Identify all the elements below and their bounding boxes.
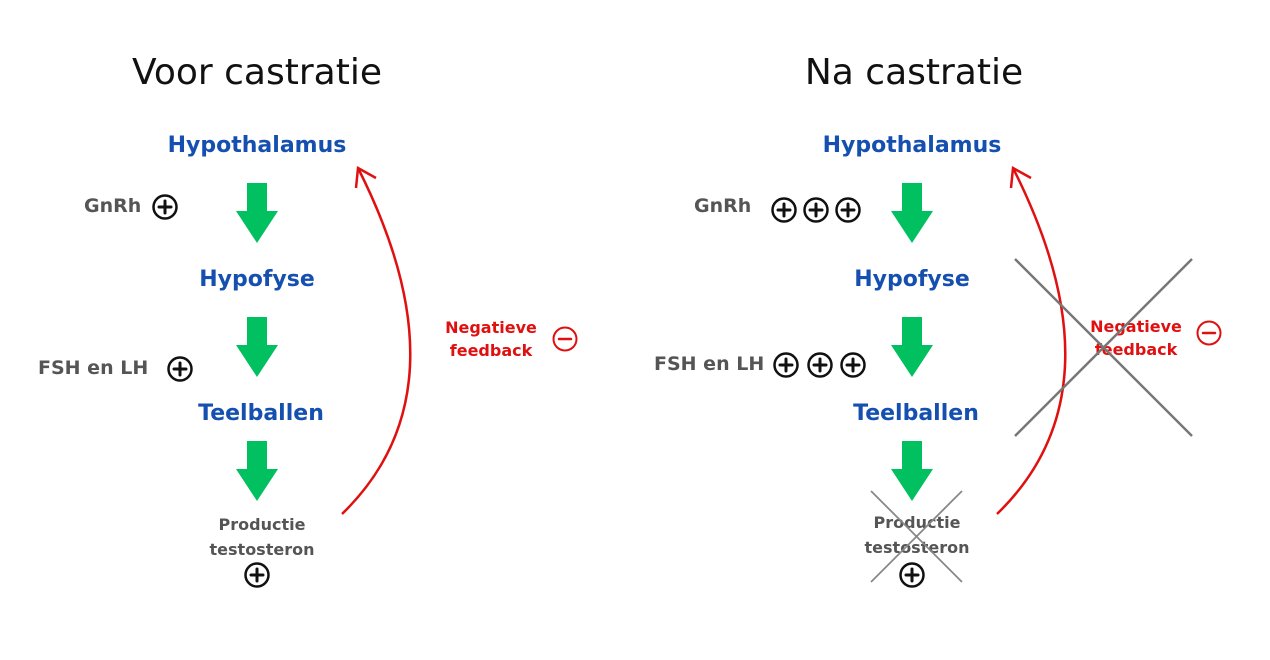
production-line-2: testosteron <box>209 540 315 559</box>
negative-feedback-label: Negatieve feedback <box>1081 315 1191 361</box>
down-arrow-icon <box>891 183 933 243</box>
feedback-arrowhead-icon <box>1009 165 1032 189</box>
hypofyse-label: Hypofyse <box>854 267 970 292</box>
production-line-1: Productie <box>873 513 961 532</box>
plus-circle-icon <box>152 194 178 220</box>
fsh-lh-label: FSH en LH <box>654 353 765 375</box>
plus-circle-icon <box>167 356 193 382</box>
minus-circle-icon <box>552 326 578 352</box>
feedback-line-1: Negatieve <box>1090 317 1182 336</box>
feedback-line-2: feedback <box>1094 340 1178 359</box>
plus-circle-icon <box>771 197 797 223</box>
hypothalamus-label: Hypothalamus <box>167 133 347 158</box>
teelballen-label: Teelballen <box>853 401 979 426</box>
plus-circle-icon <box>803 197 829 223</box>
negative-feedback-label: Negatieve feedback <box>436 316 546 362</box>
feedback-arrowhead-icon <box>354 165 377 189</box>
plus-circle-icon <box>899 562 925 588</box>
panel-title: Na castratie <box>804 52 1024 93</box>
gnrh-label: GnRh <box>84 195 142 217</box>
panel-before-castration: Voor castratie Hypothalamus Hypofyse Tee… <box>38 52 578 588</box>
panel-title: Voor castratie <box>132 52 382 93</box>
down-arrow-icon <box>236 183 278 243</box>
minus-circle-icon <box>1196 320 1222 346</box>
hypothalamus-label: Hypothalamus <box>822 133 1002 158</box>
production-line-1: Productie <box>218 515 306 534</box>
down-arrow-icon <box>891 317 933 377</box>
hypofyse-label: Hypofyse <box>199 267 315 292</box>
panel-after-castration: Na castratie Hypothalamus Hypofyse Teelb… <box>635 0 1270 660</box>
teelballen-label: Teelballen <box>198 401 324 426</box>
feedback-curve <box>341 167 412 515</box>
fsh-lh-label: FSH en LH <box>38 357 149 379</box>
gnrh-label: GnRh <box>694 195 752 217</box>
plus-circle-icon <box>773 352 799 378</box>
plus-circle-icon <box>840 352 866 378</box>
down-arrow-icon <box>236 441 278 501</box>
plus-circle-icon <box>835 197 861 223</box>
production-testosterone: Productie testosteron <box>162 512 362 562</box>
production-cross-out-icon <box>870 490 963 583</box>
down-arrow-icon <box>891 441 933 501</box>
down-arrow-icon <box>236 317 278 377</box>
plus-circle-icon <box>244 562 270 588</box>
feedback-line-2: feedback <box>449 341 533 360</box>
diagram-graphics <box>152 165 578 588</box>
diagram-graphics <box>771 165 1222 588</box>
production-line-2: testosteron <box>864 538 970 557</box>
feedback-curve <box>996 167 1067 515</box>
production-testosterone: Productie testosteron <box>817 510 1017 560</box>
feedback-cross-out-icon <box>1014 258 1193 437</box>
plus-circle-icon <box>807 352 833 378</box>
feedback-line-1: Negatieve <box>445 318 537 337</box>
